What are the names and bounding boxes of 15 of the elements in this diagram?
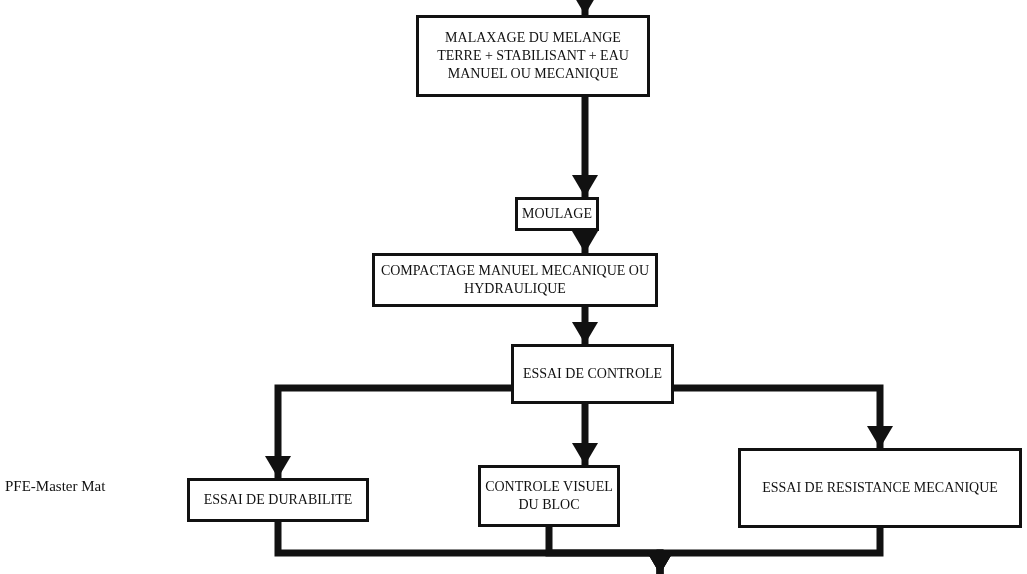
arrow xyxy=(572,97,598,197)
arrow xyxy=(647,528,884,574)
process-box: COMPACTAGE MANUEL MECANIQUE OU HYDRAULIQUE xyxy=(372,253,658,307)
process-box: MALAXAGE DU MELANGE TERRE + STABILISANT + EAU MANUEL OU MECANIQUE xyxy=(416,15,650,97)
arrow xyxy=(572,231,598,253)
process-box: CONTROLE VISUEL DU BLOC xyxy=(478,465,620,527)
arrow xyxy=(572,307,598,344)
footer-text: PFE-Master Mat xyxy=(5,478,106,495)
arrow xyxy=(674,384,893,448)
process-box: MOULAGE xyxy=(515,197,599,231)
process-box: ESSAI DE RESISTANCE MECANIQUE xyxy=(738,448,1022,528)
arrow xyxy=(572,404,598,465)
process-box: ESSAI DE CONTROLE xyxy=(511,344,674,404)
arrow xyxy=(265,384,511,478)
process-box: ESSAI DE DURABILITE xyxy=(187,478,369,522)
